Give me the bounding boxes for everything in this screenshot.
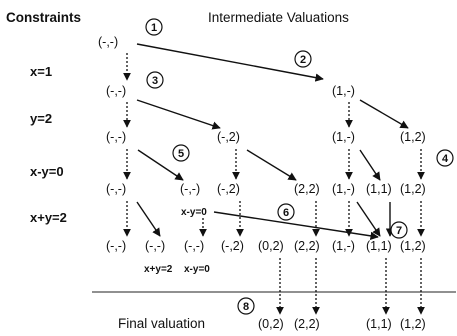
node-r4-a: (-,-): [106, 239, 126, 253]
constraint-y-eq-2: y=2: [30, 111, 52, 126]
solid-arrows: [136, 43, 409, 241]
badge-3-label: 3: [152, 75, 158, 87]
arrow-r3-r4-long: [213, 211, 379, 241]
constraint-x-plus-y: x+y=2: [30, 210, 67, 225]
node-r3-g: (1,2): [400, 182, 426, 196]
node-r2-d: (1,2): [400, 130, 426, 144]
constraint-x-minus-y: x-y=0: [30, 164, 64, 179]
arrow-r2-r3-b: [137, 149, 184, 181]
badge-7-circle: [390, 221, 408, 239]
node-r2-b: (-,2): [217, 130, 240, 144]
badge-4-circle: [436, 149, 454, 167]
node-r4-d: (-,2): [221, 239, 244, 253]
node-r4-f: (2,2): [294, 239, 320, 253]
badge-6: 6: [277, 203, 295, 221]
node-r3-a: (-,-): [106, 182, 126, 196]
sublabel-r4-b: x-y=0: [184, 264, 210, 275]
badge-8-circle: [237, 297, 255, 315]
badge-5-circle: [172, 144, 190, 162]
node-r3-b: (-,-): [180, 182, 200, 196]
badge-4-label: 4: [442, 153, 449, 165]
badge-2-label: 2: [300, 54, 306, 66]
arrow-r3-r4-b: [136, 201, 161, 237]
node-r4-c: (-,-): [184, 239, 204, 253]
badge-1: 1: [145, 18, 163, 36]
node-r3-d: (2,2): [294, 182, 320, 196]
badge-8: 8: [237, 297, 255, 315]
node-r4-i: (1,2): [400, 239, 426, 253]
constraints-header: Constraints: [6, 10, 81, 25]
badge-5: 5: [172, 144, 190, 162]
sublabel-r3: x-y=0: [181, 207, 207, 218]
badge-1-circle: [145, 18, 163, 36]
node-r2-a: (-,-): [106, 130, 126, 144]
constraint-x-eq-1: x=1: [30, 64, 52, 79]
arrow-r1-r2-b: [136, 99, 221, 130]
arrow-r2-r3-f: [359, 149, 381, 181]
badge-4: 4: [436, 149, 454, 167]
badge-7: 7: [390, 221, 408, 239]
node-r3-c: (-,2): [217, 182, 240, 196]
badge-6-circle: [277, 203, 295, 221]
badge-2-circle: [294, 50, 312, 68]
badge-8-label: 8: [243, 301, 249, 313]
arrow-r2-r3-d: [246, 149, 297, 181]
arrow-r0-r1-solid: [136, 43, 324, 82]
badge-3-circle: [146, 71, 164, 89]
valuations-header: Intermediate Valuations: [208, 10, 349, 25]
badge-1-label: 1: [151, 22, 157, 34]
badge-7-label: 7: [396, 225, 402, 237]
final-node-2: (2,2): [294, 317, 320, 331]
badge-6-label: 6: [283, 207, 289, 219]
badge-3: 3: [146, 71, 164, 89]
node-r1-a: (-,-): [106, 84, 126, 98]
badge-2: 2: [294, 50, 312, 68]
node-root: (-,-): [98, 35, 118, 49]
final-valuation-label: Final valuation: [118, 316, 205, 331]
node-r4-g: (1,-): [332, 239, 355, 253]
node-r2-c: (1,-): [332, 130, 355, 144]
arrow-r1-r2-d: [359, 99, 409, 129]
sublabel-r4-a: x+y=2: [144, 264, 173, 275]
badge-5-label: 5: [178, 148, 184, 160]
node-r3-f: (1,1): [366, 182, 392, 196]
arrow-r3-r4-h: [356, 201, 381, 237]
node-r3-e: (1,-): [332, 182, 355, 196]
node-r4-e: (0,2): [258, 239, 284, 253]
dotted-arrows: [123, 53, 425, 315]
node-r4-h: (1,1): [366, 239, 392, 253]
final-node-3: (1,1): [366, 317, 392, 331]
final-node-4: (1,2): [400, 317, 426, 331]
node-r4-b: (-,-): [145, 239, 165, 253]
final-node-1: (0,2): [258, 317, 284, 331]
node-r1-b: (1,-): [332, 84, 355, 98]
